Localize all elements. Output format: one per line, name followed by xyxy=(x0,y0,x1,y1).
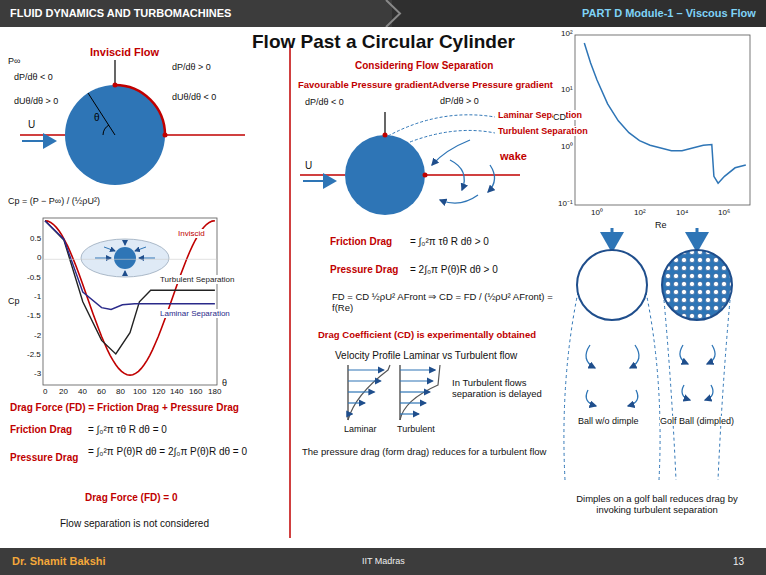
slide-label: Turbulent Separation xyxy=(498,126,588,136)
slide-label: 10⁶ xyxy=(718,208,730,217)
slide-label: 180 xyxy=(208,387,221,396)
slide-label: = 2∫₀π P(θ)R dθ > 0 xyxy=(410,264,498,276)
slide-label: 0.5 xyxy=(30,234,41,243)
separation-cylinder xyxy=(300,112,520,215)
slide-label: Re xyxy=(655,220,667,230)
slide-label: = ∫₀²π P(θ)R dθ = 2∫₀π P(θ)R dθ = 0 xyxy=(88,446,283,458)
slide-label: P∞ xyxy=(8,56,20,66)
slide-label: 10⁻¹ xyxy=(558,199,573,208)
slide-label: CD xyxy=(553,112,566,122)
slide-label: Ball w/o dimple xyxy=(578,416,639,426)
footer-band: Dr. Shamit Bakshi IIT Madras 13 xyxy=(0,548,766,575)
slide-label: Cp = (P − P∞) / (½ρU²) xyxy=(8,196,100,206)
slide-label: -0.5 xyxy=(27,273,41,282)
slide-label: dUθ/dθ < 0 xyxy=(172,92,216,102)
slide-label: Cp xyxy=(8,296,20,306)
slide-title: Flow Past a Circular Cylinder xyxy=(252,31,515,53)
slide-label: 160 xyxy=(189,387,202,396)
slide-label: 40 xyxy=(78,387,87,396)
slide-label: Velocity Profile Laminar vs Turbulent fl… xyxy=(335,350,517,362)
header-text: PART D Module-1 – Viscous Flow xyxy=(582,7,756,20)
footer-text: 13 xyxy=(733,556,744,568)
ball-wakes xyxy=(564,248,735,480)
velocity-profiles xyxy=(348,365,440,420)
slide-label: U xyxy=(28,119,35,131)
slide-label: Golf Ball (dimpled) xyxy=(660,416,734,426)
cd-plot xyxy=(575,35,750,250)
slide-label: 140 xyxy=(170,387,183,396)
slide-label: Friction Drag xyxy=(330,236,392,248)
slide-label: Favourable Pressure gradient xyxy=(298,80,432,91)
slide-label: Laminar xyxy=(344,424,377,434)
slide-label: θ xyxy=(94,112,100,124)
slide-label: -1.5 xyxy=(27,311,41,320)
slide-label: 10² xyxy=(561,29,573,38)
slide-label: -2.5 xyxy=(27,350,41,359)
header-band: PART D Module-1 – Viscous Flow xyxy=(392,0,766,27)
slide-label: Laminar Separation xyxy=(160,309,230,318)
slide-label: Laminar Separation xyxy=(498,110,582,120)
slide-label: 0 xyxy=(37,253,41,262)
slide-label: dUθ/dθ > 0 xyxy=(14,96,58,106)
header-text: FLUID DYNAMICS AND TURBOMACHINES xyxy=(10,7,231,20)
slide-label: -2 xyxy=(34,331,41,340)
slide-label: 10¹ xyxy=(561,85,573,94)
slide-label: 10⁰ xyxy=(591,208,603,217)
slide-label: 120 xyxy=(152,387,165,396)
slide-label: Considering Flow Separation xyxy=(355,60,493,72)
slide-label: -3 xyxy=(34,369,41,378)
slide-label: Drag Force (FD) = Friction Drag + Pressu… xyxy=(10,402,239,414)
slide-label: -1 xyxy=(34,292,41,301)
slide-label: Pressure Drag xyxy=(10,452,78,464)
slide-label: 20 xyxy=(59,387,68,396)
slide-label: Flow separation is not considered xyxy=(60,518,209,530)
slide-label: Dimples on a golf ball reduces drag by i… xyxy=(562,494,752,516)
cp-plot xyxy=(43,218,217,385)
slide-label: In Turbulent flows separation is delayed xyxy=(452,378,552,400)
slide-label: Inviscid xyxy=(178,229,205,238)
slide-label: Turbulent xyxy=(397,424,435,434)
slide-label: 10² xyxy=(634,208,646,217)
slide-label: FD = CD ½ρU² AFront ⇒ CD = FD / (½ρU² AF… xyxy=(332,292,554,314)
slide-label: dP/dθ < 0 xyxy=(14,72,53,82)
slide-label: 60 xyxy=(97,387,106,396)
slide-label: dP/dθ < 0 xyxy=(305,97,344,107)
slide-label: Pressure Drag xyxy=(330,264,398,276)
chevron xyxy=(384,0,404,27)
slide-label: = ∫₀²π τθ R dθ > 0 xyxy=(410,236,489,248)
slide-label: Turbulent Separation xyxy=(160,275,234,284)
slide-label: Drag Force (FD) = 0 xyxy=(85,492,178,504)
slide-label: 10⁰ xyxy=(561,142,573,151)
slide-label: 10⁴ xyxy=(676,208,688,217)
slide-label: θ xyxy=(222,378,227,388)
slide-label: Friction Drag xyxy=(10,424,72,436)
header-band: FLUID DYNAMICS AND TURBOMACHINES PART D M… xyxy=(0,0,766,27)
slide-label: 100 xyxy=(133,387,146,396)
slide-label: dP/dθ > 0 xyxy=(440,96,479,106)
inviscid-cylinder xyxy=(20,60,245,185)
slide-label: = ∫₀²π τθ R dθ = 0 xyxy=(88,424,167,436)
slide-label: Inviscid Flow xyxy=(90,46,159,59)
slide-label: Drag Coefficient (CD) is experimentally … xyxy=(318,330,536,341)
slide-label: 80 xyxy=(116,387,125,396)
slide-label: 0 xyxy=(43,387,47,396)
divider xyxy=(289,45,291,538)
footer-text: IIT Madras xyxy=(362,556,405,566)
slide-label: dP/dθ > 0 xyxy=(172,62,211,72)
slide-label: wake xyxy=(500,150,527,163)
slide-label: The pressure drag (form drag) reduces fo… xyxy=(302,447,546,458)
slide-label: Adverse Pressure gradient xyxy=(432,80,553,91)
footer-text: Dr. Shamit Bakshi xyxy=(12,555,106,568)
slide-label: U xyxy=(305,160,312,172)
